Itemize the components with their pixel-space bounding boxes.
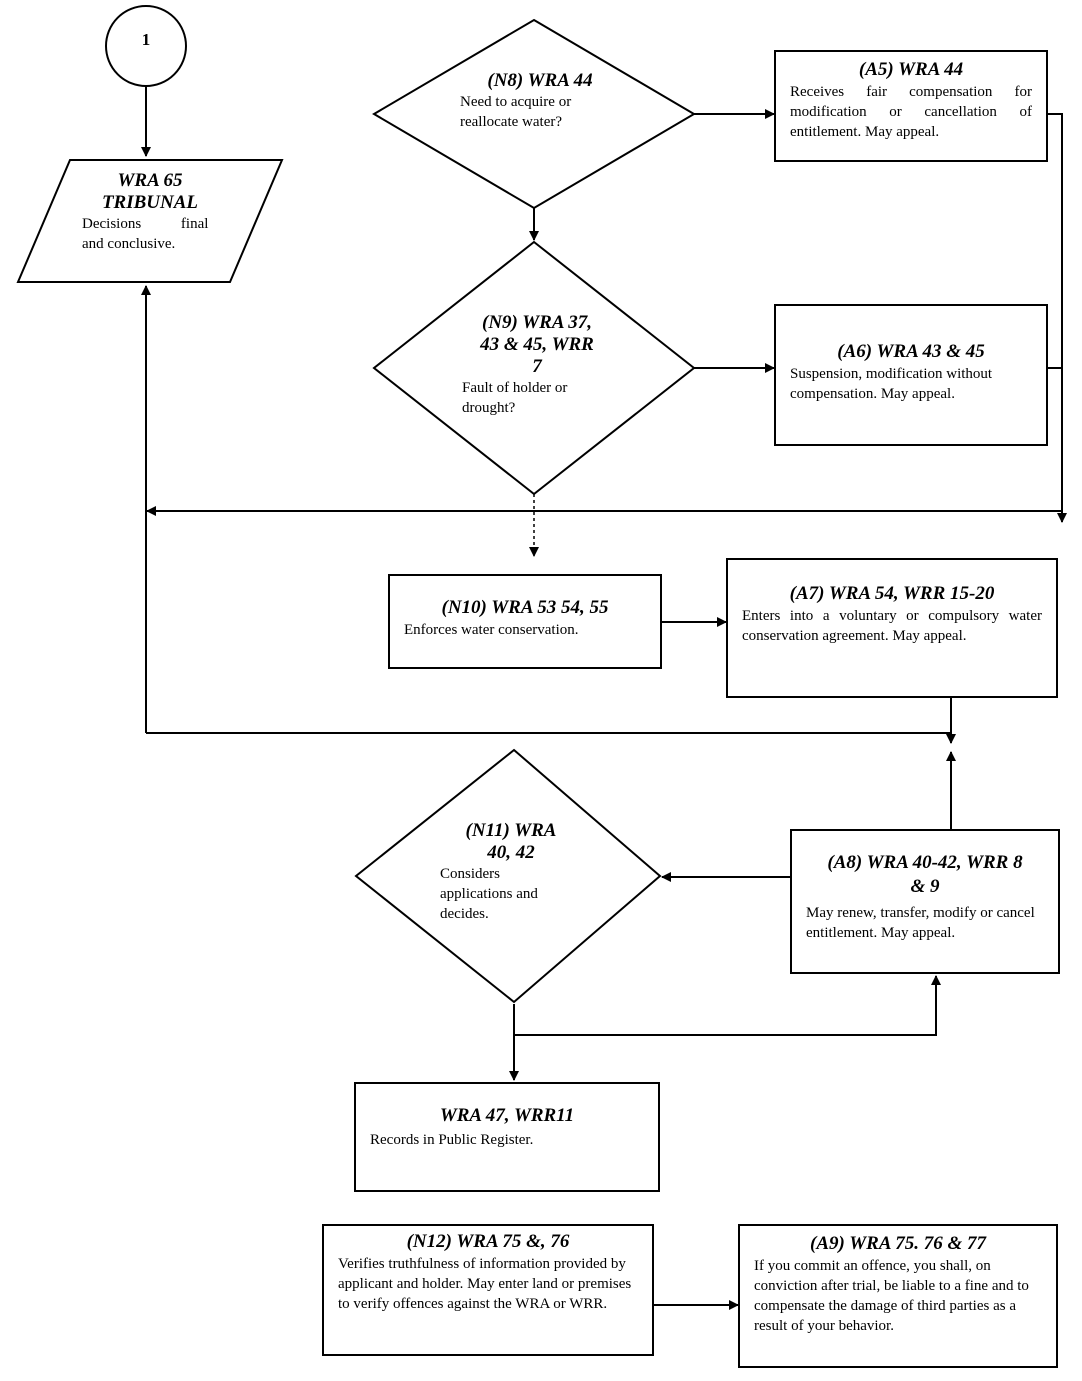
n12-title: (N12) WRA 75 &, 76: [406, 1231, 570, 1252]
tribunal-text-2: and conclusive.: [82, 236, 176, 252]
a8-box: (A8) WRA 40-42, WRR 8 & 9 May renew, tra…: [790, 829, 1060, 974]
a7-box: (A7) WRA 54, WRR 15-20 Enters into a vol…: [726, 558, 1058, 698]
n8-text: (N8) WRA 44 Need to acquire or reallocat…: [460, 70, 620, 132]
a8-title-2: & 9: [910, 876, 940, 897]
n11-text-3: decides.: [440, 906, 489, 922]
n11-title-1: (N11) WRA: [465, 820, 557, 841]
n9-title-3: 7: [532, 356, 542, 377]
a6-title: (A6) WRA 43 & 45: [837, 341, 985, 362]
line-a5-to-right: [1047, 113, 1067, 523]
connector-label: 1: [141, 30, 151, 49]
register-box: WRA 47, WRR11 Records in Public Register…: [354, 1082, 660, 1192]
n11-diamond: [354, 748, 662, 1004]
tribunal-title-2: TRIBUNAL: [101, 192, 199, 213]
tribunal-title-1: WRA 65: [117, 170, 183, 191]
n9-title-2: 43 & 45, WRR: [480, 334, 594, 355]
n9-text-2: drought?: [462, 400, 516, 416]
tribunal-shape: [16, 159, 284, 283]
a5-text: Receives fair compensation for modificat…: [790, 84, 1032, 140]
n12-text: Verifies truthfulness of information pro…: [338, 1256, 632, 1312]
arrow-branch-to-a8: [514, 975, 941, 1036]
n8-text-1: Need to acquire or: [460, 94, 572, 110]
n10-title: (N10) WRA 53 54, 55: [441, 597, 609, 618]
n12-box: (N12) WRA 75 &, 76 Verifies truthfulness…: [322, 1224, 654, 1356]
tribunal-text-1: Decisions final: [82, 216, 209, 232]
n11-text-1: Considers: [440, 866, 500, 882]
register-text: Records in Public Register.: [370, 1132, 534, 1148]
a5-title: (A5) WRA 44: [858, 59, 964, 80]
n9-text: (N9) WRA 37, 43 & 45, WRR 7 Fault of hol…: [452, 312, 622, 418]
n8-title: (N8) WRA 44: [487, 70, 593, 91]
a7-text: Enters into a voluntary or compulsory wa…: [742, 608, 1042, 644]
n9-text-1: Fault of holder or: [462, 380, 568, 396]
a6-box: (A6) WRA 43 & 45 Suspension, modificatio…: [774, 304, 1048, 446]
n11-text-2: applications and: [440, 886, 538, 902]
n9-title-1: (N9) WRA 37,: [482, 312, 592, 333]
n10-text: Enforces water conservation.: [404, 622, 579, 638]
a6-text: Suspension, modification without compens…: [790, 366, 993, 402]
n8-text-2: reallocate water?: [460, 114, 563, 130]
a8-title-1: (A8) WRA 40-42, WRR 8: [827, 852, 1023, 873]
a9-title: (A9) WRA 75. 76 & 77: [810, 1233, 986, 1254]
n10-box: (N10) WRA 53 54, 55 Enforces water conse…: [388, 574, 662, 669]
a9-box: (A9) WRA 75. 76 & 77 If you commit an of…: [738, 1224, 1058, 1368]
n11-text: (N11) WRA 40, 42 Considers applications …: [436, 820, 586, 924]
a7-title: (A7) WRA 54, WRR 15-20: [789, 583, 995, 604]
tribunal-text: WRA 65 TRIBUNAL Decisions final and conc…: [70, 170, 230, 254]
a5-box: (A5) WRA 44 Receives fair compensation f…: [774, 50, 1048, 162]
register-title: WRA 47, WRR11: [439, 1105, 575, 1126]
a8-text: May renew, transfer, modify or cancel en…: [806, 905, 1035, 941]
n11-title-2: 40, 42: [487, 842, 535, 863]
a9-text: If you commit an offence, you shall, on …: [754, 1258, 1029, 1334]
